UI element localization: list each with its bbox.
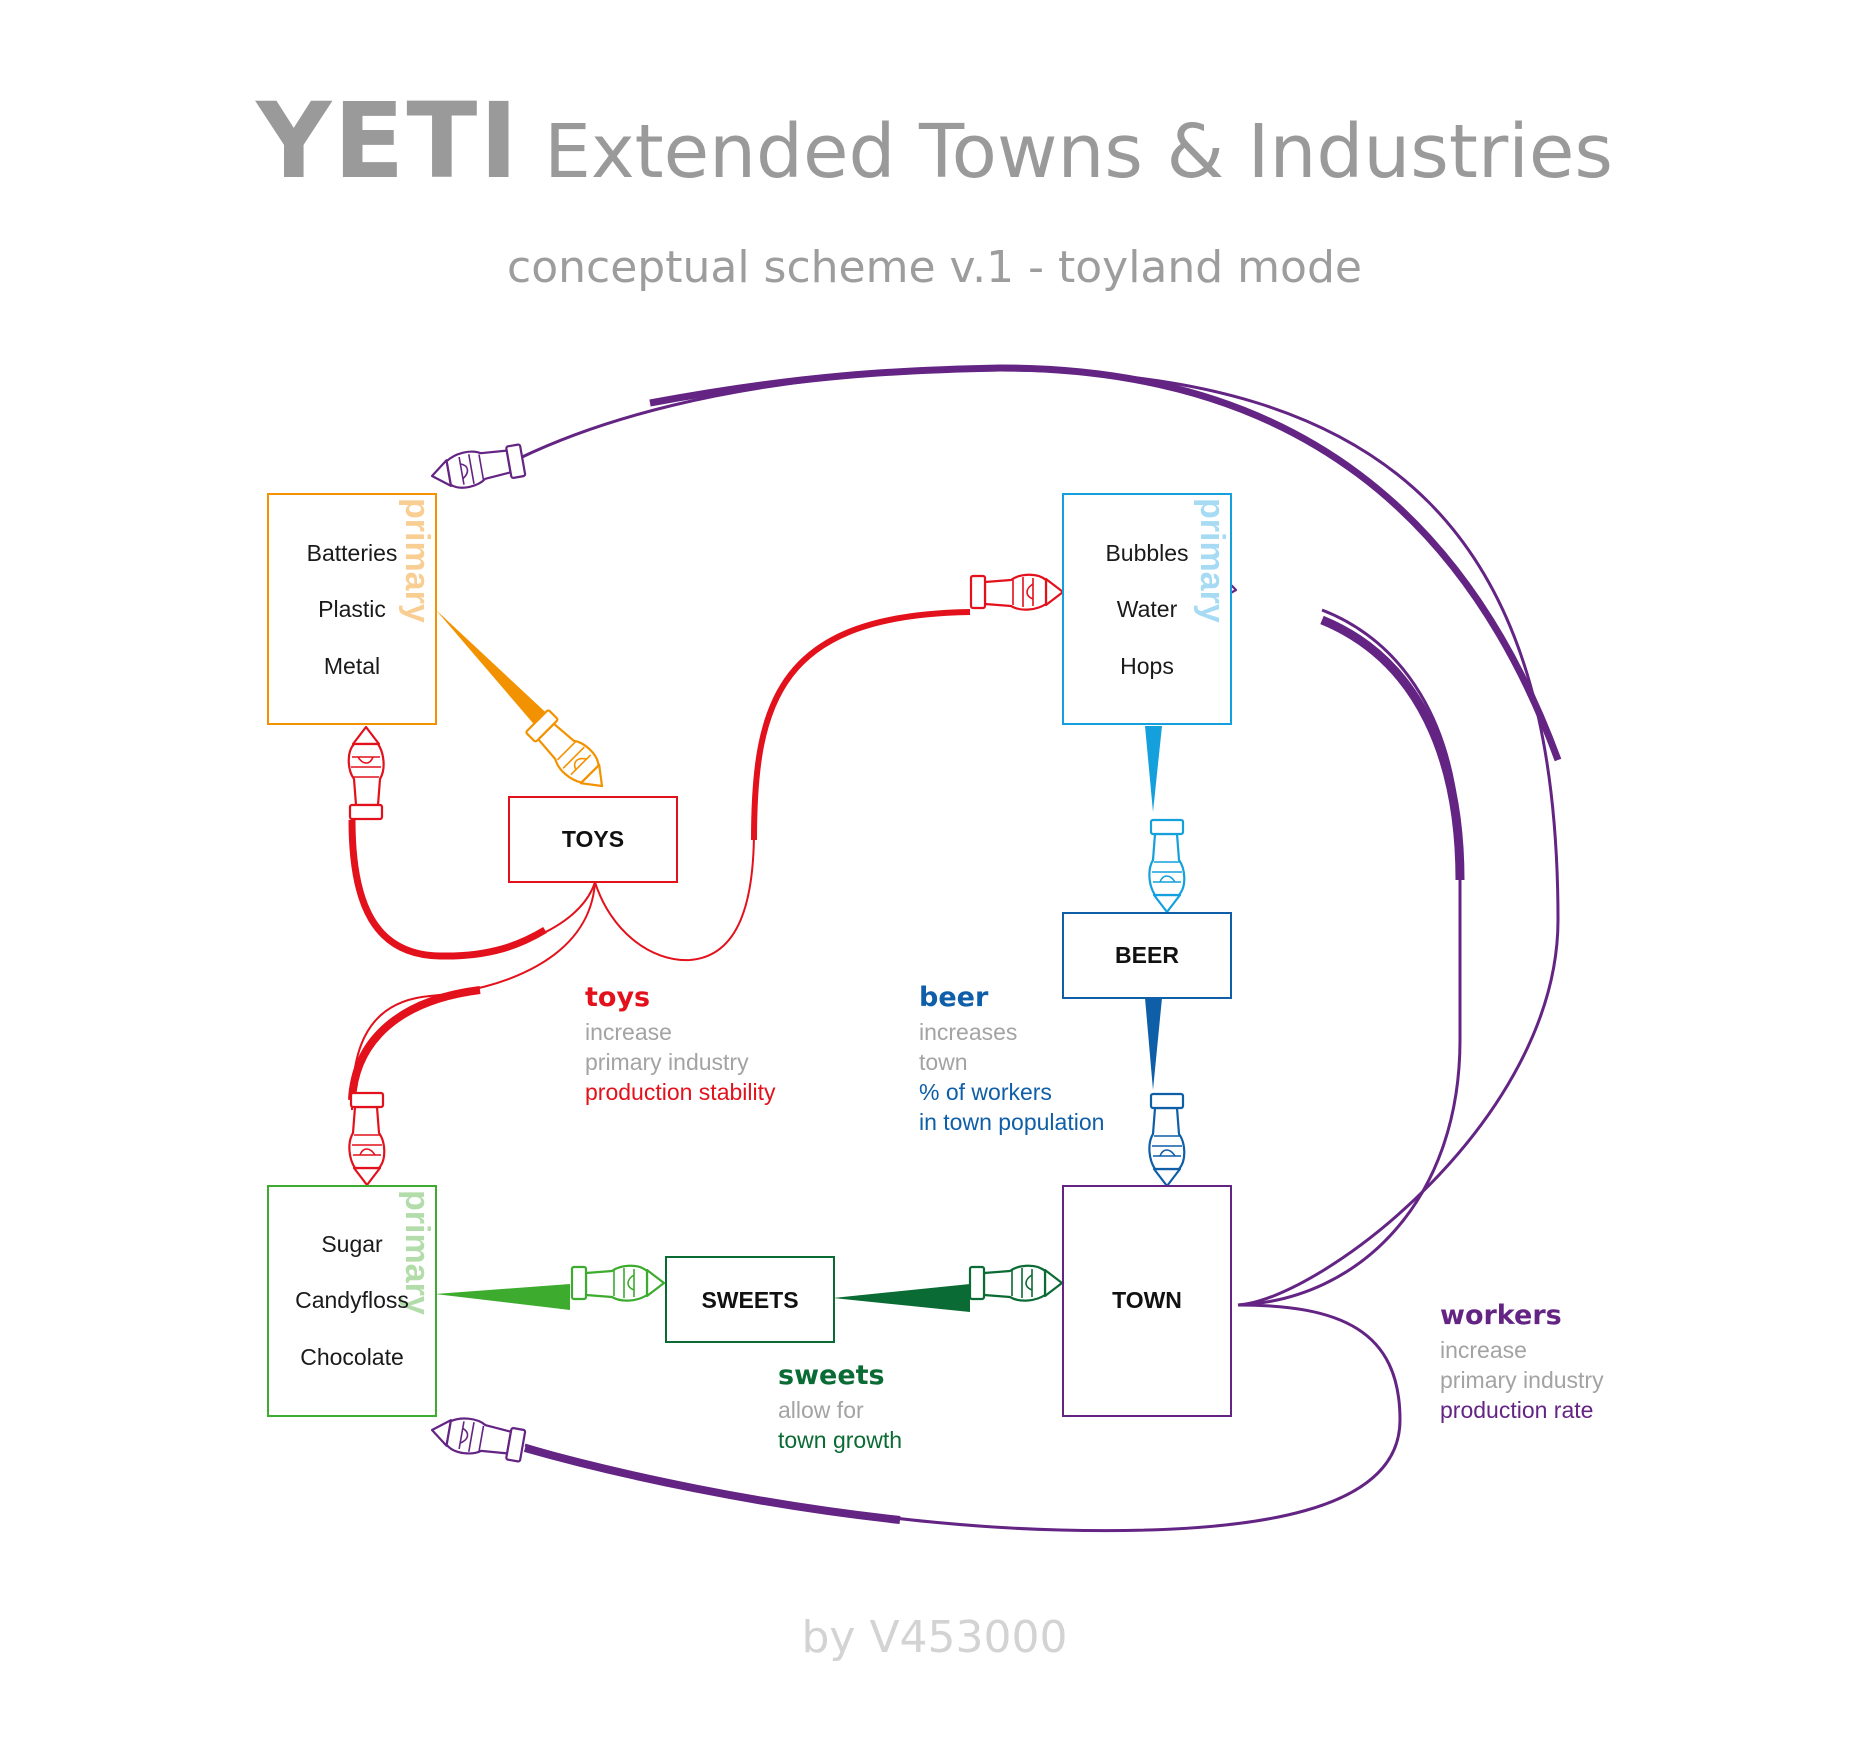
- pointing-hand-icon: [969, 573, 1065, 611]
- sweets-note-line: allow for: [778, 1397, 864, 1423]
- town-box-label: TOWN: [1112, 1287, 1182, 1313]
- pointing-hand-icon: [427, 441, 527, 495]
- toys-box-label: TOYS: [562, 826, 624, 852]
- toys-flow: [347, 573, 1065, 1187]
- beer-note-title: beer: [919, 982, 989, 1013]
- beer-box: BEER: [1062, 912, 1232, 999]
- industry-item: Bubbles: [1105, 540, 1188, 566]
- pointing-hand-icon: [570, 1264, 666, 1302]
- workers-link-top-thick: [649, 364, 1562, 762]
- author-credit: by V453000: [801, 1612, 1068, 1663]
- sweets-primary-to-sweets-link: [435, 1284, 570, 1310]
- workers-note-line: increase: [1440, 1337, 1527, 1363]
- beer-to-town-link: [1145, 998, 1162, 1090]
- industry-item: Chocolate: [300, 1344, 404, 1370]
- town-box: TOWN: [1062, 1185, 1232, 1417]
- sweets-note-title: sweets: [778, 1360, 885, 1391]
- workers-link-middle: [1237, 608, 1462, 1307]
- pointing-hand-icon: [347, 725, 385, 821]
- beer-note-line: town: [919, 1049, 968, 1075]
- beer-box-label: BEER: [1115, 942, 1179, 968]
- toy-primary-output: [436, 610, 616, 800]
- beer-primary-to-beer-link: [1145, 726, 1162, 812]
- beer-note-line: in town population: [919, 1109, 1104, 1135]
- workers-note-title: workers: [1440, 1300, 1562, 1331]
- sweets-box-label: SWEETS: [701, 1287, 798, 1313]
- toys-link-to-sweets-primary-thick: [348, 986, 481, 1101]
- beer-note: beer increases town % of workers in town…: [919, 982, 1104, 1135]
- sweets-flow: [435, 1264, 1064, 1312]
- toys-note-line: primary industry: [585, 1049, 749, 1075]
- beer-note-line: increases: [919, 1019, 1017, 1045]
- title-subtitle-long: Extended Towns & Industries: [544, 109, 1613, 195]
- toys-note: toys increase primary industry productio…: [585, 982, 776, 1105]
- workers-note-line: production rate: [1440, 1397, 1593, 1423]
- pointing-hand-icon: [968, 1264, 1064, 1302]
- industry-item: Water: [1117, 596, 1178, 622]
- primary-tag: primary: [1193, 498, 1231, 623]
- pointing-hand-icon: [348, 1091, 386, 1187]
- industry-item: Hops: [1120, 653, 1174, 679]
- pointing-hand-icon: [1148, 818, 1186, 914]
- workers-link-bottom: [524, 1303, 1402, 1533]
- beer-primary-industry: primary Bubbles Water Hops: [1062, 493, 1232, 725]
- beer-note-line: % of workers: [919, 1079, 1052, 1105]
- subtitle: conceptual scheme v.1 - toyland mode: [507, 242, 1362, 293]
- workers-link-middle-thick: [1320, 615, 1465, 881]
- title-row: YETI Extended Towns & Industries: [0, 80, 1869, 202]
- toys-note-title: toys: [585, 982, 650, 1013]
- workers-note-line: primary industry: [1440, 1367, 1604, 1393]
- primary-tag: primary: [398, 1190, 436, 1315]
- sweets-to-town-link: [833, 1284, 970, 1312]
- industry-item: Plastic: [318, 596, 386, 622]
- title-yeti: YETI: [256, 80, 521, 202]
- workers-flow: [427, 364, 1562, 1533]
- primary-tag: primary: [398, 498, 436, 623]
- toys-note-line: production stability: [585, 1079, 776, 1105]
- toy-primary-to-toys-link: [436, 610, 556, 736]
- sweets-note: sweets allow for town growth: [778, 1360, 902, 1453]
- pointing-hand-icon: [1148, 1092, 1186, 1188]
- toys-link-to-sweets-primary: [351, 881, 596, 1111]
- page-header: YETI Extended Towns & Industries conceptu…: [0, 0, 1869, 320]
- sweets-primary-industry: primary Sugar Candyfloss Chocolate: [267, 1185, 437, 1417]
- workers-link-bottom-thick: [523, 1444, 901, 1524]
- toys-box: TOYS: [508, 796, 678, 883]
- beer-flow: [1145, 726, 1186, 1188]
- industry-item: Metal: [324, 653, 380, 679]
- toys-note-line: increase: [585, 1019, 672, 1045]
- industry-item: Batteries: [307, 540, 398, 566]
- toys-link-to-beer-primary: [594, 611, 971, 962]
- pointing-hand-icon: [523, 707, 616, 800]
- sweets-box: SWEETS: [665, 1256, 835, 1343]
- toys-link-to-beer-primary-thick: [751, 609, 971, 841]
- industry-item: Sugar: [321, 1231, 383, 1257]
- sweets-note-line: town growth: [778, 1427, 902, 1453]
- industry-item: Candyfloss: [295, 1287, 409, 1313]
- workers-note: workers increase primary industry produc…: [1440, 1300, 1604, 1423]
- pointing-hand-icon: [427, 1411, 527, 1465]
- toys-link-to-toy-primary-thick: [348, 819, 547, 960]
- toy-primary-industry: primary Batteries Plastic Metal: [267, 493, 437, 725]
